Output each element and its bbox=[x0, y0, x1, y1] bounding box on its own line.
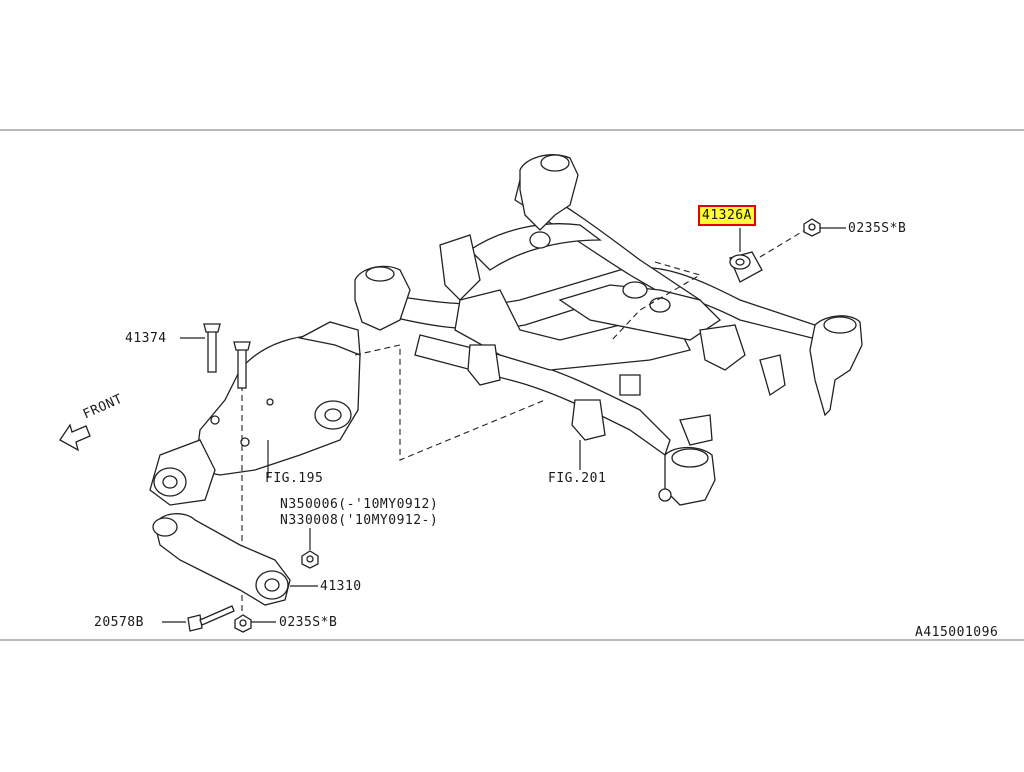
bushing-41326A bbox=[729, 251, 763, 283]
part-number-n330008[interactable]: N330008('10MY0912-) bbox=[280, 513, 439, 528]
nut-0235SB-top bbox=[803, 218, 821, 237]
nut-0235SB-bottom bbox=[234, 614, 252, 633]
nut-guide-line bbox=[759, 229, 806, 258]
bushing-guide-line bbox=[611, 261, 702, 341]
rear-differential bbox=[149, 321, 361, 506]
part-number-0235SB-bottom[interactable]: 0235S*B bbox=[279, 615, 338, 630]
figure-ref-195[interactable]: FIG.195 bbox=[265, 471, 324, 486]
diagram-reference-code: A415001096 bbox=[915, 625, 999, 640]
part-number-41326A[interactable]: 41326A bbox=[698, 205, 756, 226]
differential-mount-41310 bbox=[152, 513, 291, 606]
figure-ref-201[interactable]: FIG.201 bbox=[548, 471, 607, 486]
part-number-20578B[interactable]: 20578B bbox=[94, 615, 144, 630]
bolts-41374 bbox=[203, 323, 251, 389]
rear-subframe bbox=[354, 154, 863, 506]
part-number-0235SB-top[interactable]: 0235S*B bbox=[848, 221, 907, 236]
part-number-41310[interactable]: 41310 bbox=[320, 579, 362, 594]
part-number-n350006[interactable]: N350006(-'10MY0912) bbox=[280, 497, 439, 512]
nut-n350006 bbox=[301, 550, 319, 569]
bolt-20578B bbox=[187, 605, 235, 632]
diff-frame-guide-line bbox=[354, 344, 546, 461]
part-number-41374[interactable]: 41374 bbox=[125, 331, 167, 346]
front-arrow-icon bbox=[59, 423, 91, 452]
